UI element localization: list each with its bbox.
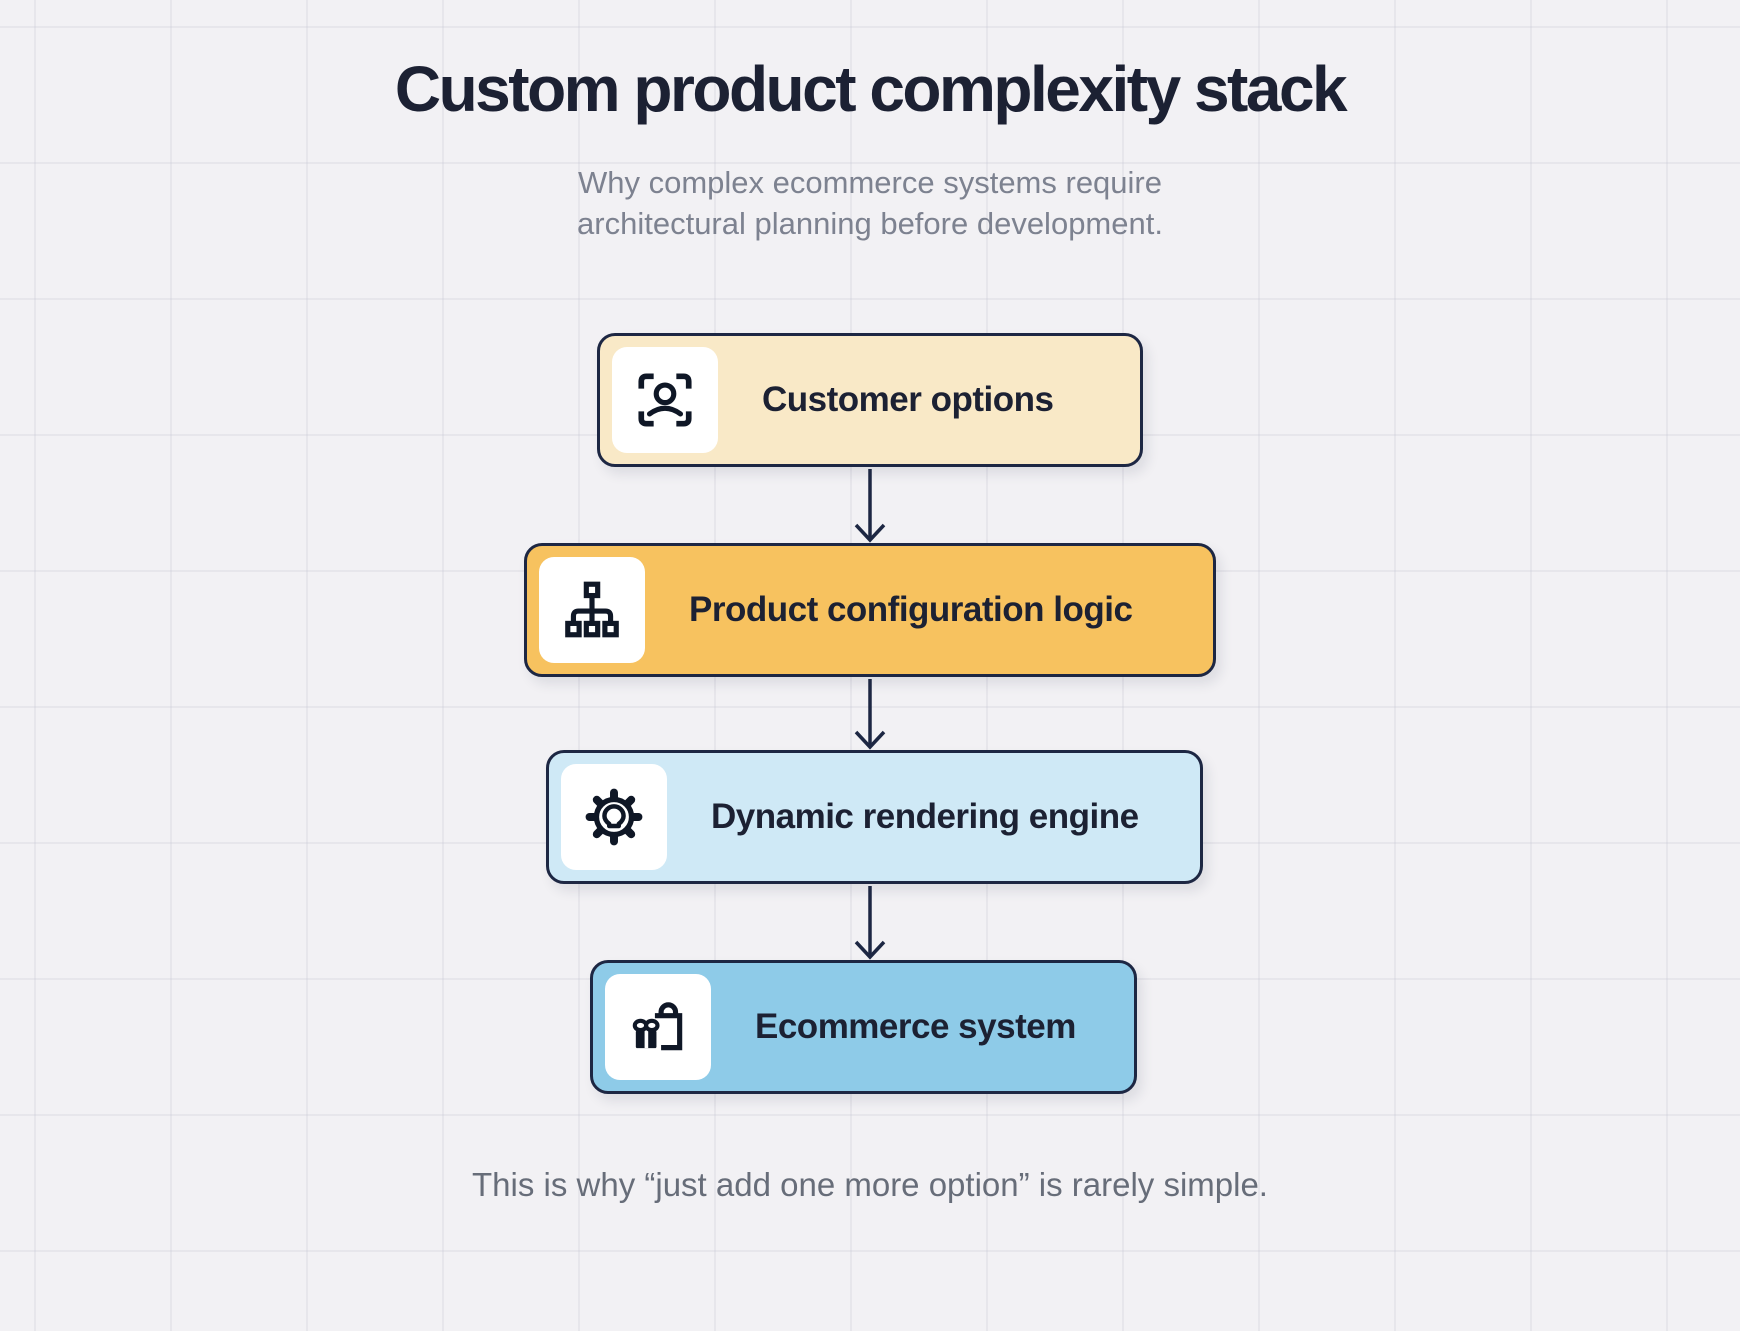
page-title: Custom product complexity stack: [394, 53, 1348, 125]
step-label: Ecommerce system: [755, 1007, 1076, 1046]
flow-arrow-1: [854, 469, 886, 543]
flow-arrow-3: [854, 886, 886, 960]
stack-step-product-configuration-logic: Product configuration logic: [524, 543, 1216, 677]
icon-tile: [605, 974, 711, 1080]
icon-tile: [612, 347, 718, 453]
icon-tile: [539, 557, 645, 663]
stack-step-customer-options: Customer options: [597, 333, 1143, 467]
user-scan-icon: [638, 373, 692, 427]
subtitle-line-2: architectural planning before developmen…: [577, 206, 1163, 241]
stack-step-dynamic-rendering-engine: Dynamic rendering engine: [546, 750, 1203, 884]
stack-step-ecommerce-system: Ecommerce system: [590, 960, 1137, 1094]
step-label: Dynamic rendering engine: [711, 797, 1139, 836]
footer-caption: This is why “just add one more option” i…: [472, 1166, 1268, 1203]
page-subtitle: Why complex ecommerce systems require ar…: [0, 162, 1740, 244]
gear-bulb-icon: [585, 788, 643, 846]
step-label: Customer options: [762, 380, 1054, 419]
icon-tile: [561, 764, 667, 870]
subtitle-line-1: Why complex ecommerce systems require: [578, 165, 1162, 200]
sitemap-icon: [565, 581, 619, 638]
flow-arrow-2: [854, 679, 886, 750]
step-label: Product configuration logic: [689, 590, 1133, 629]
shopping-bag-gift-icon: [632, 1002, 683, 1051]
